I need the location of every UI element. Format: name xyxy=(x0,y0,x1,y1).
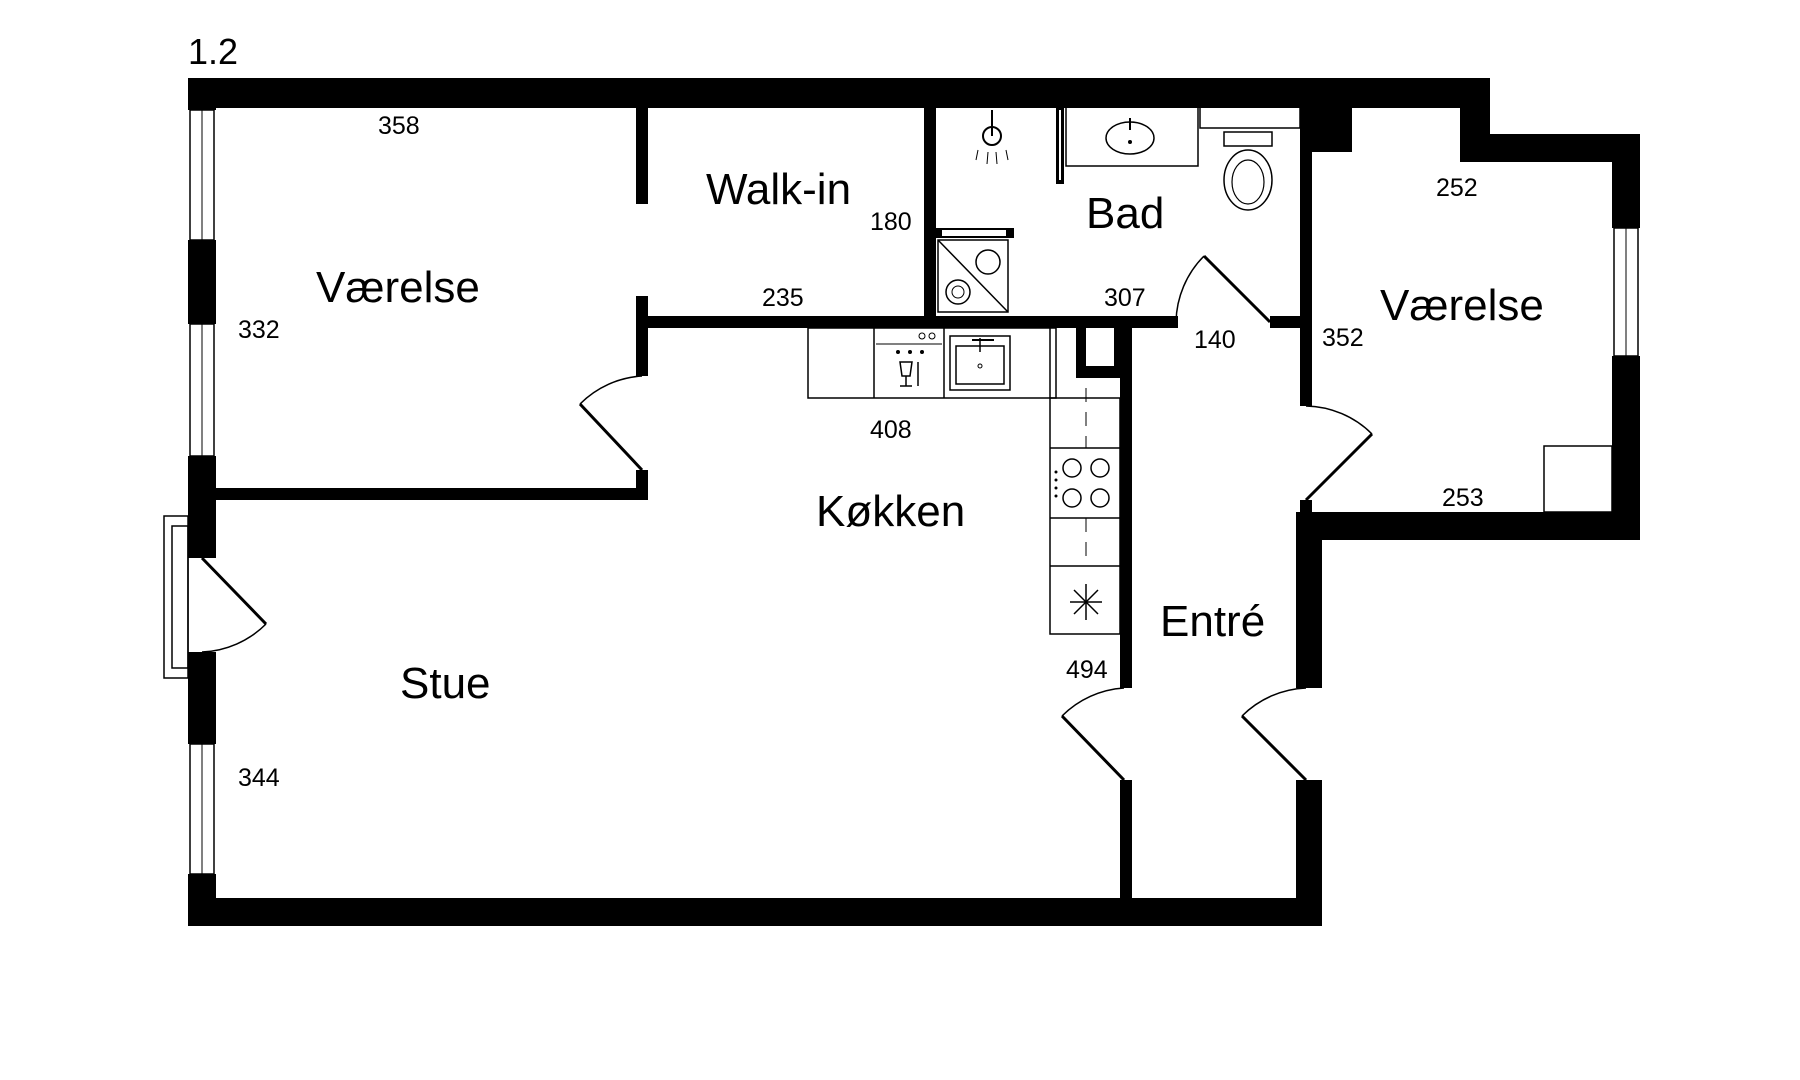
outer-walls xyxy=(188,78,1640,926)
balcony-frame xyxy=(163,515,189,679)
washer-dryer-icon xyxy=(936,228,1014,313)
washbasin-icon xyxy=(1065,105,1199,167)
closet xyxy=(1543,445,1613,513)
kitchen-counter xyxy=(807,327,1121,635)
room-label-bedroom-left: Værelse xyxy=(316,263,480,312)
room-label-hallway: Entré xyxy=(1160,597,1265,646)
dishwasher-icon xyxy=(876,332,942,387)
dimension-label: 494 xyxy=(1066,656,1108,684)
interior-walls xyxy=(214,106,1352,902)
dimension-label: 307 xyxy=(1104,284,1146,312)
fridge-icon xyxy=(1070,584,1102,620)
dimension-label: 252 xyxy=(1436,174,1478,202)
dimension-label: 180 xyxy=(870,208,912,236)
dimension-label: 352 xyxy=(1322,324,1364,352)
toilet-icon xyxy=(1199,105,1301,211)
room-label-kitchen: Køkken xyxy=(816,487,965,536)
dimension-label: 332 xyxy=(238,316,280,344)
doors xyxy=(200,254,1374,782)
dimension-label: 235 xyxy=(762,284,804,312)
windows xyxy=(189,109,1639,875)
shower-icon xyxy=(975,110,1009,165)
dimension-label: 358 xyxy=(378,112,420,140)
room-label-bedroom-right: Værelse xyxy=(1380,281,1544,330)
plan-id: 1.2 xyxy=(188,31,238,72)
kitchen-sink-icon xyxy=(949,335,1011,391)
room-label-living-room: Stue xyxy=(400,659,491,708)
dimension-label: 344 xyxy=(238,764,280,792)
room-label-bathroom: Bad xyxy=(1086,189,1164,238)
dimension-label: 253 xyxy=(1442,484,1484,512)
room-label-walk-in: Walk-in xyxy=(706,165,851,214)
dimension-label: 140 xyxy=(1194,326,1236,354)
stove-icon xyxy=(1054,458,1110,508)
dimension-label: 408 xyxy=(870,416,912,444)
